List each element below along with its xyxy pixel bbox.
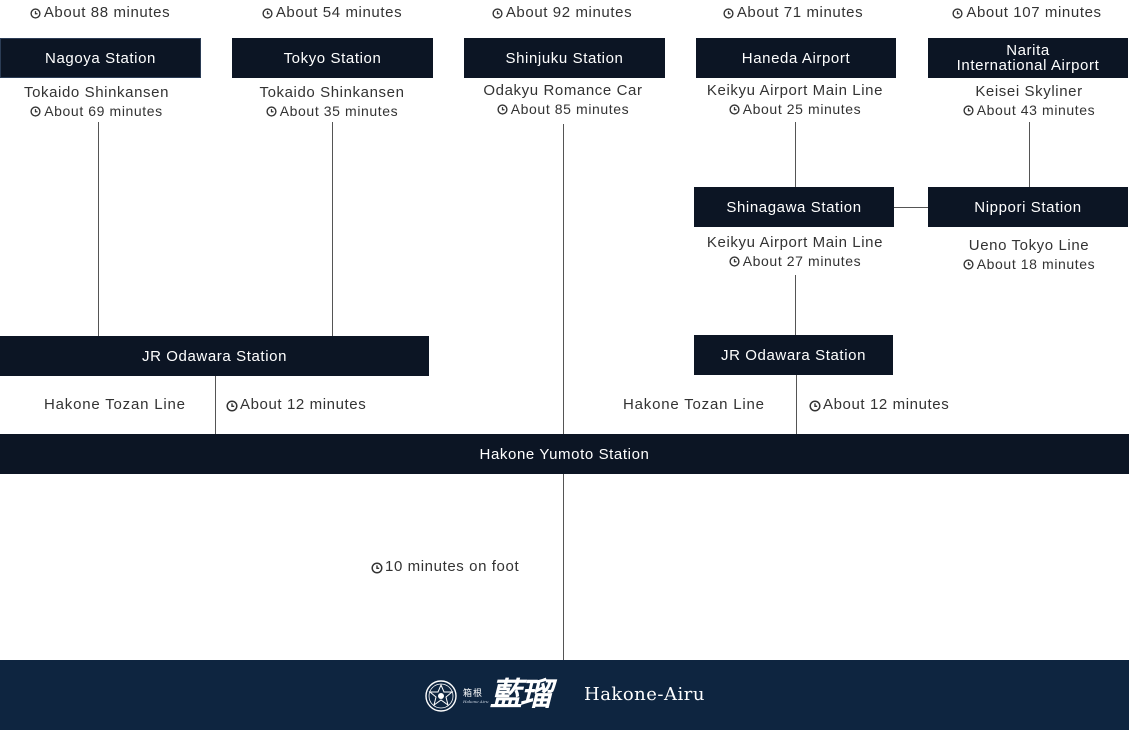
- connector-line: [1029, 122, 1030, 187]
- station-odawara-left: JR Odawara Station: [0, 336, 429, 376]
- station-hakone-yumoto: Hakone Yumoto Station: [0, 434, 1129, 474]
- brand-name: Hakone-Airu: [584, 684, 705, 705]
- connector-line: [563, 124, 564, 434]
- connector-line: [98, 122, 99, 336]
- line-name: Ueno Tokyo Line: [968, 237, 1090, 254]
- connector-line: [796, 375, 797, 434]
- station-shinagawa: Shinagawa Station: [694, 187, 894, 227]
- route-nippori: Ueno Tokyo Line About 18 minutes: [929, 237, 1129, 275]
- clock-icon: [723, 7, 734, 19]
- station-nippori: Nippori Station: [928, 187, 1128, 227]
- clock-icon: [809, 399, 821, 412]
- station-haneda: Haneda Airport: [696, 38, 896, 78]
- clock-icon: [262, 7, 273, 19]
- line-name: Odakyu Romance Car: [483, 82, 643, 99]
- tozan-time-left: About 12 minutes: [226, 396, 366, 416]
- logo-kanji-big: 藍瑠: [490, 675, 552, 713]
- line-name: Keikyu Airport Main Line: [706, 234, 884, 251]
- clock-icon: [729, 255, 740, 267]
- connector-line: [795, 122, 796, 187]
- station-odawara-right: JR Odawara Station: [694, 335, 893, 375]
- clock-icon: [952, 7, 963, 19]
- line-name: Tokaido Shinkansen: [259, 84, 405, 101]
- clock-icon: [266, 105, 277, 117]
- connector-line: [332, 122, 333, 336]
- tozan-line-left: Hakone Tozan Line: [44, 396, 186, 413]
- total-time-nagoya: About 88 minutes: [0, 4, 200, 24]
- route-nagoya: Tokaido Shinkansen About 69 minutes: [0, 84, 193, 122]
- connector-line: [893, 207, 928, 208]
- clock-icon: [963, 258, 974, 270]
- tozan-line-right: Hakone Tozan Line: [623, 396, 765, 413]
- connector-line: [563, 474, 564, 660]
- clock-icon: [729, 103, 740, 115]
- route-narita: Keisei Skyliner About 43 minutes: [929, 83, 1129, 121]
- footer: [0, 660, 1129, 730]
- logo-kanji-small: 箱根: [463, 689, 484, 699]
- line-name: Tokaido Shinkansen: [23, 84, 170, 101]
- clock-icon: [30, 7, 41, 19]
- crest-icon: [425, 680, 457, 712]
- total-time-shinjuku: About 92 minutes: [462, 4, 662, 24]
- station-shinjuku: Shinjuku Station: [464, 38, 665, 78]
- clock-icon: [963, 104, 974, 116]
- line-name: Keikyu Airport Main Line: [706, 82, 884, 99]
- total-time-tokyo: About 54 minutes: [232, 4, 432, 24]
- clock-icon: [492, 7, 503, 19]
- walk-time: 10 minutes on foot: [371, 558, 519, 578]
- clock-icon: [371, 561, 383, 574]
- clock-icon: [497, 103, 508, 115]
- connector-line: [795, 275, 796, 335]
- logo-romaji: Hakone Airu: [463, 699, 489, 704]
- station-tokyo: Tokyo Station: [232, 38, 433, 78]
- tozan-time-right: About 12 minutes: [809, 396, 949, 416]
- station-narita: Narita International Airport: [928, 38, 1128, 78]
- station-nagoya: Nagoya Station: [0, 38, 201, 78]
- route-tokyo: Tokaido Shinkansen About 35 minutes: [232, 84, 432, 122]
- connector-line: [215, 376, 216, 434]
- route-shinjuku: Odakyu Romance Car About 85 minutes: [463, 82, 663, 120]
- clock-icon: [226, 399, 238, 412]
- total-time-narita: About 107 minutes: [927, 4, 1127, 24]
- route-shinagawa: Keikyu Airport Main Line About 27 minute…: [684, 234, 906, 272]
- total-time-haneda: About 71 minutes: [693, 4, 893, 24]
- route-haneda: Keikyu Airport Main Line About 25 minute…: [684, 82, 906, 120]
- line-name: Keisei Skyliner: [975, 83, 1083, 100]
- clock-icon: [30, 105, 41, 117]
